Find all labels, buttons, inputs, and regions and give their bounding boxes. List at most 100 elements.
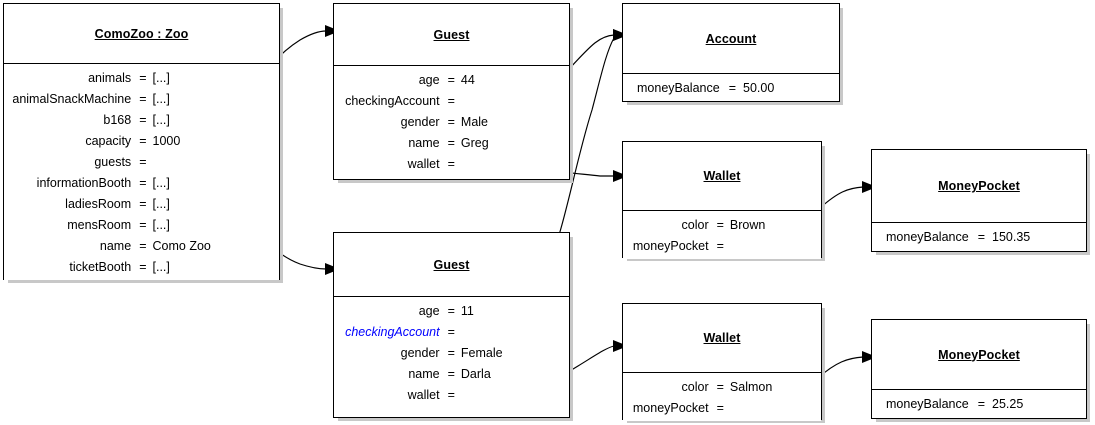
object-header-guest-greg: Guest	[334, 4, 569, 66]
attribute-value: 44	[460, 73, 475, 87]
attribute-equals: =	[139, 218, 147, 232]
object-attributes-guest-darla: age = 11 checkingAccount = gender = Fema…	[334, 297, 569, 408]
object-header-guest-darla: Guest	[334, 233, 569, 297]
attribute-equals: =	[447, 346, 455, 360]
attribute-name-highlighted: checkingAccount	[345, 325, 440, 339]
object-header-wallet-salmon: Wallet	[623, 304, 821, 373]
attribute-equals: =	[447, 304, 455, 318]
attribute-value: 1000	[152, 134, 181, 148]
attribute-row-link: wallet =	[334, 385, 569, 406]
attribute-equals: =	[447, 136, 455, 150]
object-box-guest-darla[interactable]: Guest age = 11 checkingAccount = gender …	[333, 232, 570, 418]
attribute-equals: =	[716, 380, 724, 394]
attribute-row: name = Darla	[334, 364, 569, 385]
attribute-equals: =	[139, 197, 147, 211]
object-box-wallet-salmon[interactable]: Wallet color = Salmon moneyPocket =	[622, 303, 822, 421]
attribute-name: ticketBooth	[69, 260, 132, 274]
attribute-row: name = Como Zoo	[4, 236, 279, 257]
attribute-value: [...]	[152, 176, 170, 190]
object-header-wallet-brown: Wallet	[623, 142, 821, 211]
attribute-name: capacity	[85, 134, 132, 148]
attribute-equals: =	[716, 218, 724, 232]
attribute-name: color	[681, 380, 709, 394]
object-attributes-zoo: animals = [...] animalSnackMachine = [..…	[4, 64, 279, 280]
attribute-value: [...]	[152, 260, 170, 274]
attribute-value: Darla	[460, 367, 491, 381]
attribute-equals: =	[139, 176, 147, 190]
object-header-pocket-top: MoneyPocket	[872, 150, 1086, 223]
attribute-row-link: moneyPocket =	[623, 236, 821, 257]
attribute-equals: =	[447, 325, 455, 339]
object-title-guest-greg: Guest	[433, 27, 470, 42]
attribute-equals: =	[728, 81, 737, 95]
attribute-name: wallet	[407, 157, 440, 171]
attribute-row-link: wallet =	[334, 154, 569, 175]
attribute-value: 150.35	[992, 230, 1031, 244]
attribute-row: ticketBooth = [...]	[4, 257, 279, 278]
attribute-name: age	[418, 304, 440, 318]
attribute-equals: =	[447, 388, 455, 402]
attribute-name: animalSnackMachine	[12, 92, 132, 106]
object-attributes-guest-greg: age = 44 checkingAccount = gender = Male…	[334, 66, 569, 177]
object-box-pocket-top[interactable]: MoneyPocket moneyBalance = 150.35	[871, 149, 1087, 252]
attribute-value: Greg	[460, 136, 489, 150]
attribute-name: mensRoom	[67, 218, 132, 232]
object-title-pocket-bottom: MoneyPocket	[938, 347, 1020, 362]
attribute-row: capacity = 1000	[4, 131, 279, 152]
attribute-equals: =	[977, 230, 986, 244]
attribute-name: gender	[400, 346, 440, 360]
object-box-pocket-bottom[interactable]: MoneyPocket moneyBalance = 25.25	[871, 319, 1087, 419]
attribute-row: moneyBalance = 50.00	[637, 78, 839, 99]
attribute-name: ladiesRoom	[65, 197, 132, 211]
attribute-value: [...]	[152, 71, 170, 85]
attribute-value: 50.00	[743, 81, 775, 95]
attribute-name: age	[418, 73, 440, 87]
attribute-equals: =	[977, 397, 986, 411]
attribute-row: ladiesRoom = [...]	[4, 194, 279, 215]
attribute-name: moneyBalance	[886, 397, 969, 411]
object-title-pocket-top: MoneyPocket	[938, 179, 1020, 193]
attribute-equals: =	[447, 115, 455, 129]
attribute-name: guests	[94, 155, 132, 169]
attribute-equals: =	[139, 113, 147, 127]
attribute-row-link: checkingAccount =	[334, 322, 569, 343]
attribute-equals: =	[447, 94, 455, 108]
attribute-value: Brown	[729, 218, 766, 232]
attribute-row: informationBooth = [...]	[4, 173, 279, 194]
object-title-guest-darla: Guest	[433, 257, 470, 272]
attribute-name: informationBooth	[36, 176, 132, 190]
attribute-equals: =	[447, 157, 455, 171]
attribute-row: name = Greg	[334, 133, 569, 154]
object-box-wallet-brown[interactable]: Wallet color = Brown moneyPocket =	[622, 141, 822, 259]
attribute-name: moneyBalance	[637, 81, 720, 95]
object-box-account[interactable]: Account moneyBalance = 50.00	[622, 3, 840, 102]
object-attributes-wallet-brown: color = Brown moneyPocket =	[623, 211, 821, 259]
attribute-row: gender = Female	[334, 343, 569, 364]
attribute-name: animals	[88, 71, 132, 85]
attribute-value: [...]	[152, 92, 170, 106]
attribute-name: wallet	[407, 388, 440, 402]
attribute-equals: =	[716, 401, 724, 415]
object-box-zoo[interactable]: ComoZoo : Zoo animals = [...] animalSnac…	[3, 3, 280, 280]
attribute-value: 25.25	[992, 397, 1024, 411]
attribute-row-link: moneyPocket =	[623, 398, 821, 419]
attribute-name: name	[408, 367, 440, 381]
attribute-name: color	[681, 218, 709, 232]
attribute-row: gender = Male	[334, 112, 569, 133]
attribute-name: moneyPocket	[632, 239, 709, 253]
attribute-row: animalSnackMachine = [...]	[4, 89, 279, 110]
attribute-equals: =	[139, 134, 147, 148]
attribute-row: animals = [...]	[4, 68, 279, 89]
attribute-name: moneyBalance	[886, 230, 969, 244]
attribute-row: color = Brown	[623, 215, 821, 236]
object-box-guest-greg[interactable]: Guest age = 44 checkingAccount = gender …	[333, 3, 570, 180]
object-title-wallet-brown: Wallet	[703, 169, 741, 183]
attribute-name: b168	[103, 113, 132, 127]
attribute-value: 11	[460, 304, 474, 318]
attribute-row: age = 44	[334, 70, 569, 91]
attribute-equals: =	[716, 239, 724, 253]
object-title-zoo: ComoZoo : Zoo	[94, 26, 189, 41]
object-header-pocket-bottom: MoneyPocket	[872, 320, 1086, 390]
attribute-equals: =	[447, 367, 455, 381]
